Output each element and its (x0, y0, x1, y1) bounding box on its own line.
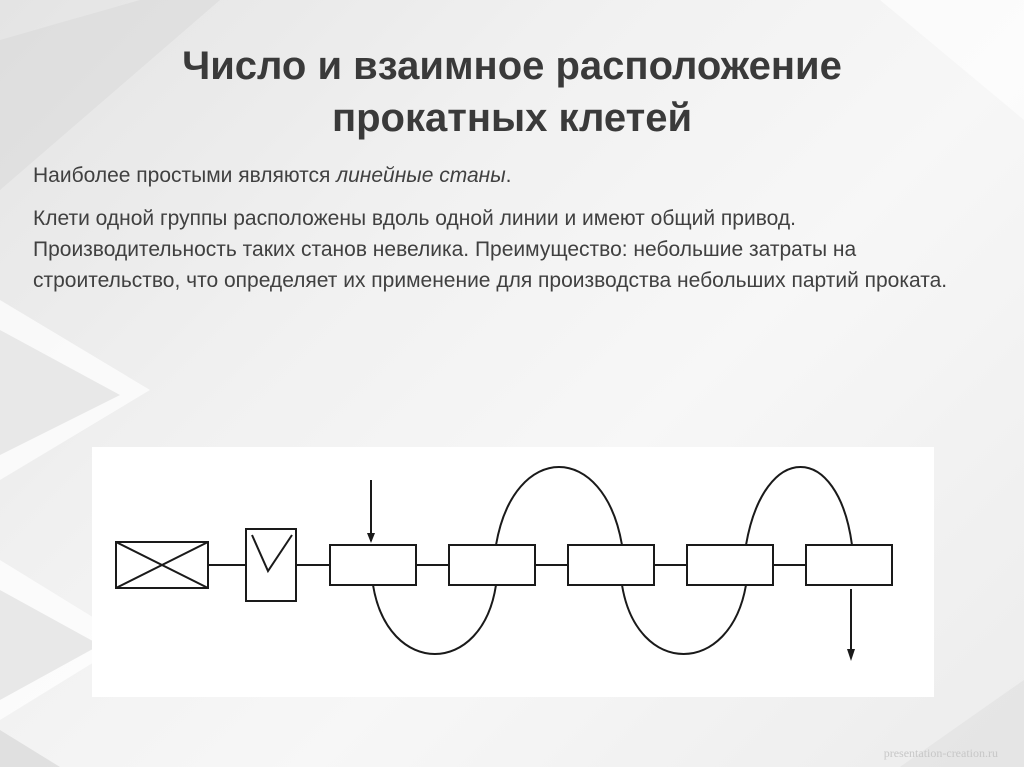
slide-title: Число и взаимное расположение прокатных … (60, 40, 964, 144)
rolling-stand-4 (686, 544, 774, 586)
rolling-stand-5 (805, 544, 893, 586)
paragraph1-suffix: . (505, 164, 512, 187)
paragraph-description: Клети одной группы расположены вдоль одн… (33, 207, 948, 292)
gear-stand-symbol (245, 528, 297, 602)
title-line-1: Число и взаимное расположение (182, 44, 842, 88)
paragraph-linear-mills: Наиболее простыми являются линейные стан… (33, 160, 1003, 191)
paragraph1-prefix: Наиболее простыми являются (33, 164, 337, 187)
metal-path-loop-upper-2 (745, 466, 853, 546)
metal-entry-arrow (367, 480, 375, 543)
title-line-2: прокатных клетей (331, 96, 693, 140)
linear-mill-diagram (92, 447, 934, 697)
metal-path-loop-lower-2 (621, 584, 747, 655)
watermark-text: presentation-creation.ru (883, 746, 998, 760)
rolling-stand-1 (329, 544, 417, 586)
rolling-stand-2 (448, 544, 536, 586)
paragraph1-term: линейные станы (336, 164, 506, 187)
rolling-stand-3 (567, 544, 655, 586)
metal-path-loop-lower-1 (372, 584, 497, 655)
metal-path-loop-upper-1 (495, 466, 623, 546)
metal-exit-arrow (847, 589, 855, 661)
motor-symbol (115, 541, 209, 589)
